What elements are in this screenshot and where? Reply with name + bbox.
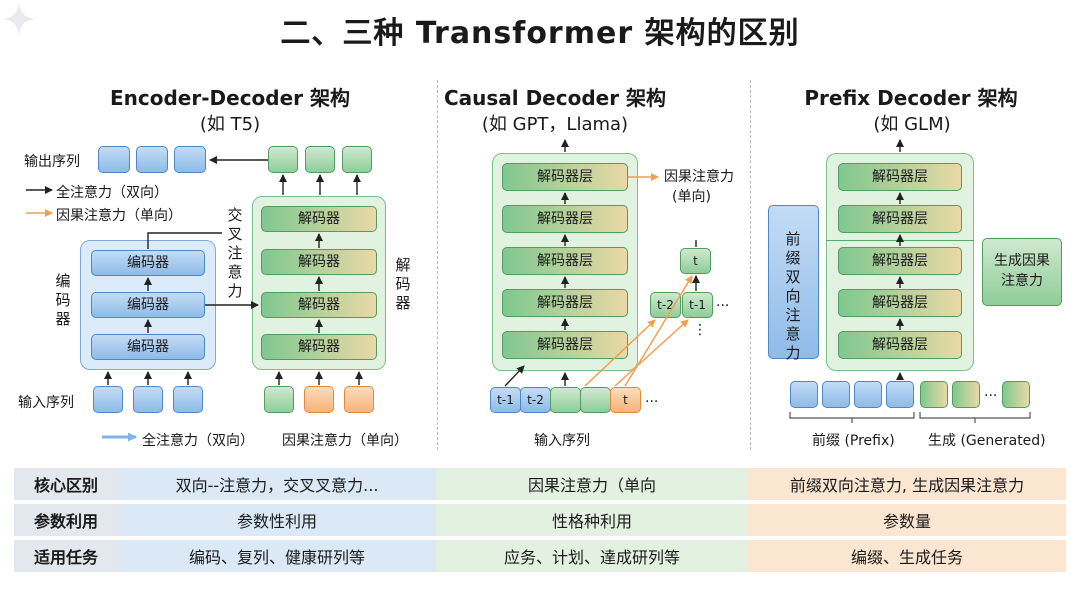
causal-input-token: t (610, 387, 641, 413)
decoder-input-token (344, 386, 374, 413)
decoder-side-label: 解码器 (395, 256, 411, 312)
encoder-input-token (173, 386, 203, 413)
encoder-layer: 编码器 (91, 292, 205, 318)
prefix-decoder-layer: 解码器层 (838, 289, 962, 317)
causal-subtitle: (如 GPT，Llama) (481, 114, 629, 135)
prefix-input-token (822, 381, 850, 408)
causal-input-token: t-1 (490, 387, 521, 413)
encdec-output-token (136, 146, 168, 173)
prefix-decoder-layer: 解码器层 (838, 163, 962, 191)
cell-prefix: 编缀、生成任务 (748, 540, 1066, 572)
causal-decoder-layer: 解码器层 (502, 289, 628, 317)
decoder-output-token (268, 146, 298, 173)
encoder-layer: 编码器 (91, 334, 205, 360)
generated-input-token (1002, 381, 1030, 408)
page-title: 二、三种 Transformer 架构的区别 (280, 16, 800, 51)
table-row: 核心区别 双向--注意力，交叉叉意力... 因果注意力（单向 前缀双向注意力, … (14, 468, 1066, 500)
encdec-subtitle: (如 T5) (199, 114, 261, 135)
decoder-input-token (304, 386, 334, 413)
prefix-decoder-layer: 解码器层 (838, 247, 962, 275)
decoder-input-token (264, 386, 294, 413)
cell-causal: 性格种利用 (436, 504, 748, 536)
causal-input-ellipsis: ... (645, 390, 659, 406)
prefix-subtitle: (如 GLM) (873, 114, 951, 135)
prefix-input-token (854, 381, 882, 408)
causal-title: Causal Decoder 架构 (443, 86, 667, 110)
encoder-side-label: 编码器 (55, 272, 71, 328)
causal-attention-label: 因果注意力 (664, 169, 734, 185)
legend-bidirectional: 全注意力（双向） (56, 185, 168, 201)
encoder-input-token (93, 386, 123, 413)
bottom-legend-bidirectional: 全注意力（双向） (142, 433, 254, 449)
encdec-output-token (174, 146, 206, 173)
divider-1 (437, 80, 438, 450)
legend-causal: 因果注意力（单向） (56, 208, 182, 224)
causal-predicted-token: t-1 (682, 292, 713, 318)
causal-attention-direction: (单向) (672, 189, 711, 205)
generation-causal-label: 生成因果注意力 (994, 253, 1050, 289)
decoder-output-token (342, 146, 372, 173)
causal-input-token (580, 387, 611, 413)
row-header: 参数利用 (14, 504, 118, 536)
encdec-input-label: 输入序列 (18, 395, 74, 411)
cell-causal: 因果注意力（单向 (436, 468, 748, 500)
decoder-output-token (305, 146, 335, 173)
divider-2 (750, 80, 751, 450)
encdec-output-token (98, 146, 130, 173)
decoder-layer: 解码器 (261, 249, 377, 275)
prefix-bracket-label: 前缀 (Prefix) (812, 433, 895, 449)
prefix-bidirectional-label: 前缀双向注意力 (785, 230, 801, 362)
cell-encdec: 编码、复列、健康研列等 (118, 540, 436, 572)
row-header: 适用任务 (14, 540, 118, 572)
prefix-decoder-layer: 解码器层 (838, 205, 962, 233)
causal-decoder-layer: 解码器层 (502, 163, 628, 191)
cell-encdec: 参数性利用 (118, 504, 436, 536)
prefix-decoder-layer: 解码器层 (838, 331, 962, 359)
cross-attention-label: 交叉注意力 (227, 206, 243, 300)
table-row: 参数利用 参数性利用 性格种利用 参数量 (14, 504, 1066, 536)
causal-vdots: ⋮ (693, 322, 707, 338)
generated-input-token (920, 381, 948, 408)
generated-input-token (952, 381, 980, 408)
table-row: 适用任务 编码、复列、健康研列等 应务、计划、達成研列等 编缀、生成任务 (14, 540, 1066, 572)
generation-causal-box: 生成因果注意力 (982, 238, 1062, 306)
comparison-table: 核心区别 双向--注意力，交叉叉意力... 因果注意力（单向 前缀双向注意力, … (14, 464, 1066, 576)
generated-bracket-label: 生成 (Generated) (928, 433, 1046, 449)
encoder-layer: 编码器 (91, 250, 205, 276)
generated-ellipsis: ... (984, 384, 998, 400)
causal-decoder-layer: 解码器层 (502, 331, 628, 359)
cell-encdec: 双向--注意力，交叉叉意力... (118, 468, 436, 500)
causal-input-label: 输入序列 (534, 433, 590, 449)
decoder-layer: 解码器 (261, 292, 377, 318)
cell-causal: 应务、计划、達成研列等 (436, 540, 748, 572)
causal-decoder-layer: 解码器层 (502, 205, 628, 233)
causal-predicted-token: t (680, 248, 711, 274)
prefix-input-token (886, 381, 914, 408)
causal-predicted-ellipsis: ... (716, 294, 730, 310)
sparkle-icon (2, 2, 36, 36)
encdec-title: Encoder-Decoder 架构 (109, 86, 350, 110)
prefix-bidirectional-box: 前缀双向注意力 (768, 205, 819, 362)
row-header: 核心区别 (14, 468, 118, 500)
prefix-title: Prefix Decoder 架构 (804, 86, 1018, 110)
prefix-input-token (790, 381, 818, 408)
decoder-layer: 解码器 (261, 206, 377, 232)
encoder-input-token (133, 386, 163, 413)
causal-input-token: t-2 (520, 387, 551, 413)
bottom-legend-causal: 因果注意力（单向） (282, 433, 408, 449)
encdec-output-label: 输出序列 (24, 154, 80, 170)
decoder-layer: 解码器 (261, 334, 377, 360)
causal-decoder-layer: 解码器层 (502, 247, 628, 275)
cell-prefix: 参数量 (748, 504, 1066, 536)
causal-predicted-token: t-2 (650, 292, 681, 318)
cell-prefix: 前缀双向注意力, 生成因果注意力 (748, 468, 1066, 500)
